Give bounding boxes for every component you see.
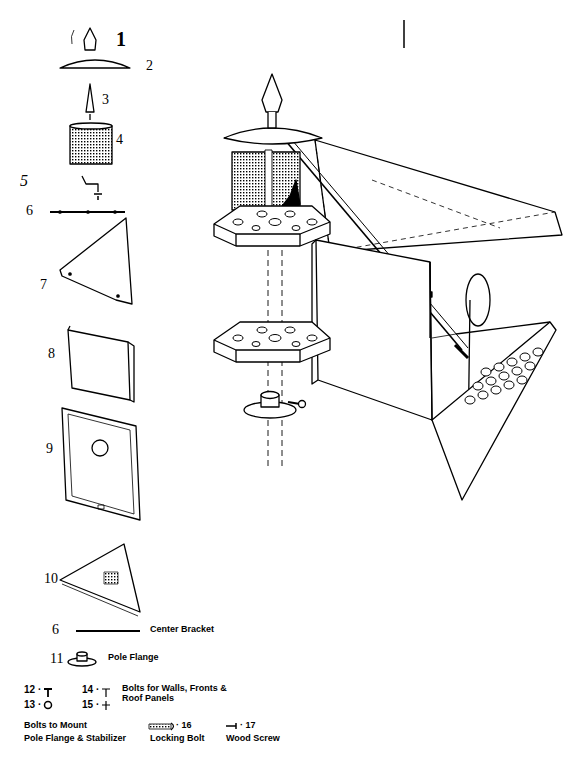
vent-hole <box>481 368 491 376</box>
vent-hole <box>499 372 509 380</box>
callout-number: 5 <box>20 172 28 190</box>
vent-hole <box>533 348 543 356</box>
callout-number: 6 <box>52 622 59 637</box>
part-label: Pole Flange <box>108 653 159 663</box>
vent-hole <box>486 377 496 385</box>
part-label: Pole Flange & Stabilizer <box>24 734 126 744</box>
vent-hole <box>525 362 535 370</box>
callout-number: 6 <box>26 203 33 218</box>
part-label: Bolts to Mount <box>24 721 87 731</box>
callout-number: 8 <box>48 346 55 361</box>
part-label: 12 · <box>24 684 41 695</box>
part-label: · 16 <box>176 721 192 731</box>
part-label: Wood Screw <box>226 734 280 744</box>
vent-hole <box>465 396 475 404</box>
callout-number: 10 <box>44 571 58 586</box>
part-label: · 17 <box>240 721 256 731</box>
callout-number: 11 <box>50 651 63 666</box>
part-label: 13 · <box>24 699 41 710</box>
part-label: 14 · <box>82 684 99 695</box>
part-label: Center Bracket <box>150 625 214 635</box>
callout-number: 7 <box>40 277 47 292</box>
vent-hole <box>517 376 527 384</box>
vent-hole <box>473 382 483 390</box>
vent-hole <box>504 381 514 389</box>
vent-hole <box>507 358 517 366</box>
part-label: 15 · <box>82 699 99 710</box>
vent-hole <box>494 363 504 371</box>
vent-hole <box>512 367 522 375</box>
callout-number: 1 <box>116 28 126 50</box>
vent-hole <box>478 391 488 399</box>
callout-number: 4 <box>116 132 123 147</box>
callout-number: 3 <box>102 92 109 107</box>
vent-hole <box>520 353 530 361</box>
vent-hole <box>491 386 501 394</box>
callout-number: 9 <box>46 441 53 456</box>
callout-number: 2 <box>146 58 153 73</box>
part-label: Bolts for Walls, Fronts & Roof Panels <box>122 684 242 704</box>
part-label: Locking Bolt <box>150 734 205 744</box>
